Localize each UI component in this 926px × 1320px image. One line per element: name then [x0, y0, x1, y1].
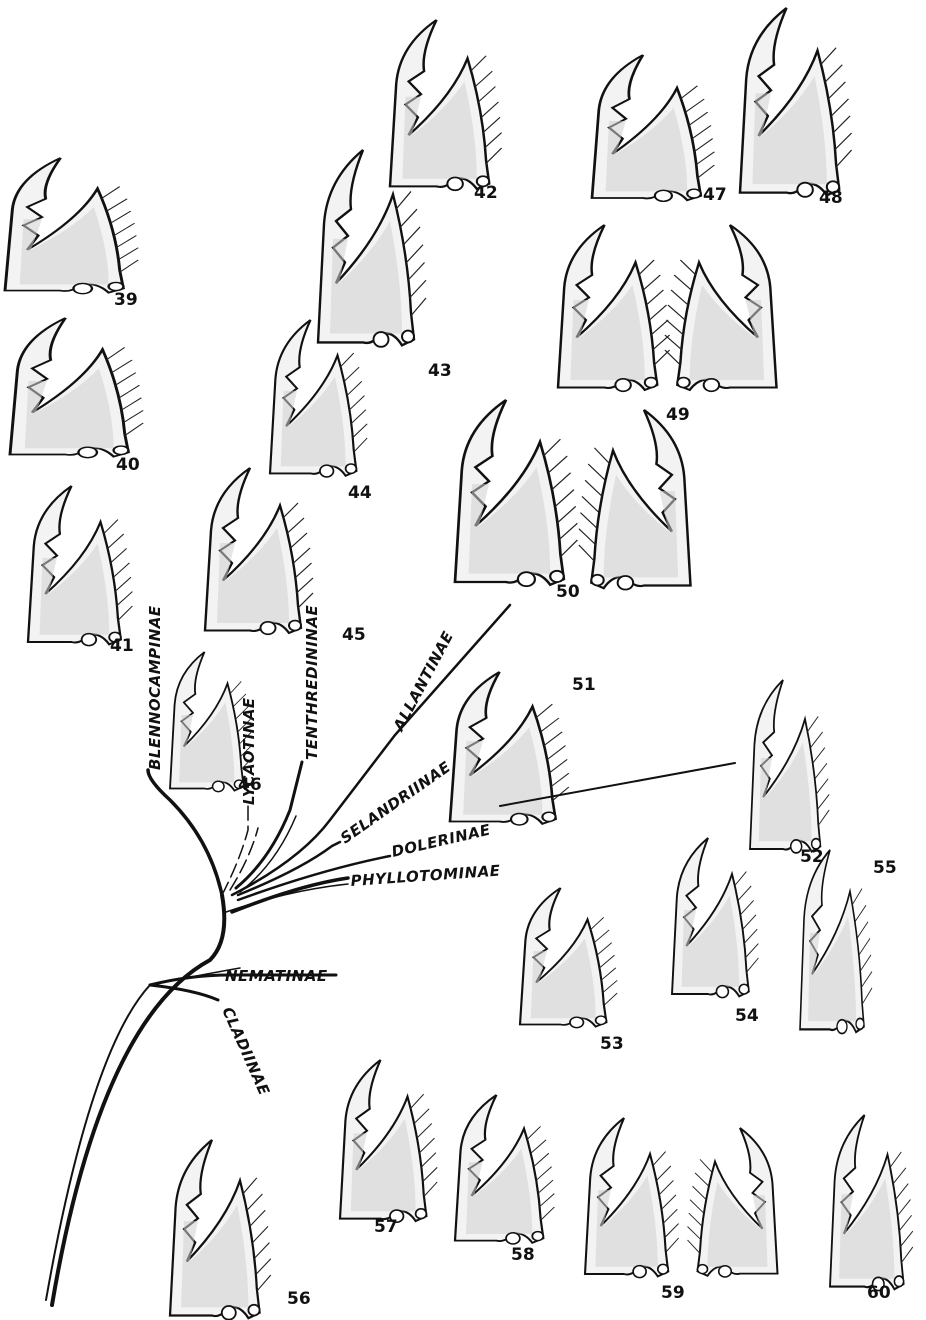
mandible-42: [390, 20, 502, 190]
mandible-52: [750, 680, 829, 853]
mandible-55: [800, 850, 872, 1034]
taxon-label-blennocampinae: BLENNOCAMPINAE: [146, 605, 164, 770]
figure-number-39: 39: [114, 290, 138, 310]
figure-number-54: 54: [735, 1006, 759, 1026]
figure-number-42: 42: [474, 183, 498, 203]
mandible-59-right: [688, 1128, 778, 1277]
figure-number-53: 53: [600, 1034, 624, 1054]
taxon-label-nematinae: NEMATINAE: [225, 967, 328, 985]
taxon-label-cladiinae: CLADIINAE: [218, 1004, 273, 1098]
mandible-57: [340, 1060, 437, 1222]
mandible-40: [10, 318, 143, 458]
figure-number-50: 50: [556, 582, 580, 602]
figure-number-57: 57: [374, 1217, 398, 1237]
figure-number-40: 40: [116, 455, 140, 475]
mandible-54: [672, 838, 758, 998]
taxon-label-tenthredininae: TENTHREDININAE: [303, 605, 321, 760]
mandible-56: [170, 1140, 271, 1320]
branch-cladiinae: [150, 985, 218, 1000]
mandible-48: [740, 8, 852, 197]
figure-number-58: 58: [511, 1245, 535, 1265]
figure-number-46: 46: [238, 775, 262, 795]
mandible-49-left: [558, 225, 670, 391]
taxon-label-allantinae: ALLANTINAE: [389, 628, 457, 735]
taxon-label-phyllotominae: PHYLLOTOMINAE: [350, 862, 501, 890]
taxon-label-dolerinae: DOLERINAE: [390, 821, 493, 861]
mandible-50-right: [579, 410, 691, 590]
figure-number-56: 56: [287, 1289, 311, 1309]
mandible-49-right: [665, 225, 777, 391]
figure-number-41: 41: [110, 636, 134, 656]
figure-number-43: 43: [428, 361, 452, 381]
figure-number-51: 51: [572, 675, 596, 695]
figure-number-44: 44: [348, 483, 372, 503]
mandible-50-left: [455, 400, 577, 586]
branch-trunk: [52, 895, 224, 1305]
mandible-59-left: [585, 1118, 679, 1278]
figure-number-47: 47: [703, 185, 727, 205]
figure-number-48: 48: [819, 188, 843, 208]
figure-number-52: 52: [800, 847, 824, 867]
mandible-51: [450, 672, 569, 825]
figure-number-60: 60: [867, 1283, 891, 1303]
mandible-58: [455, 1095, 554, 1244]
mandible-45: [205, 468, 313, 634]
mandible-47: [592, 55, 714, 201]
figure-number-45: 45: [342, 625, 366, 645]
figure-number-55: 55: [873, 858, 897, 878]
mandible-39: [5, 158, 138, 294]
figure-number-49: 49: [666, 405, 690, 425]
mandible-53: [520, 888, 617, 1028]
mandible-41: [28, 486, 132, 646]
figure-number-59: 59: [661, 1283, 685, 1303]
mandible-60: [830, 1115, 913, 1291]
